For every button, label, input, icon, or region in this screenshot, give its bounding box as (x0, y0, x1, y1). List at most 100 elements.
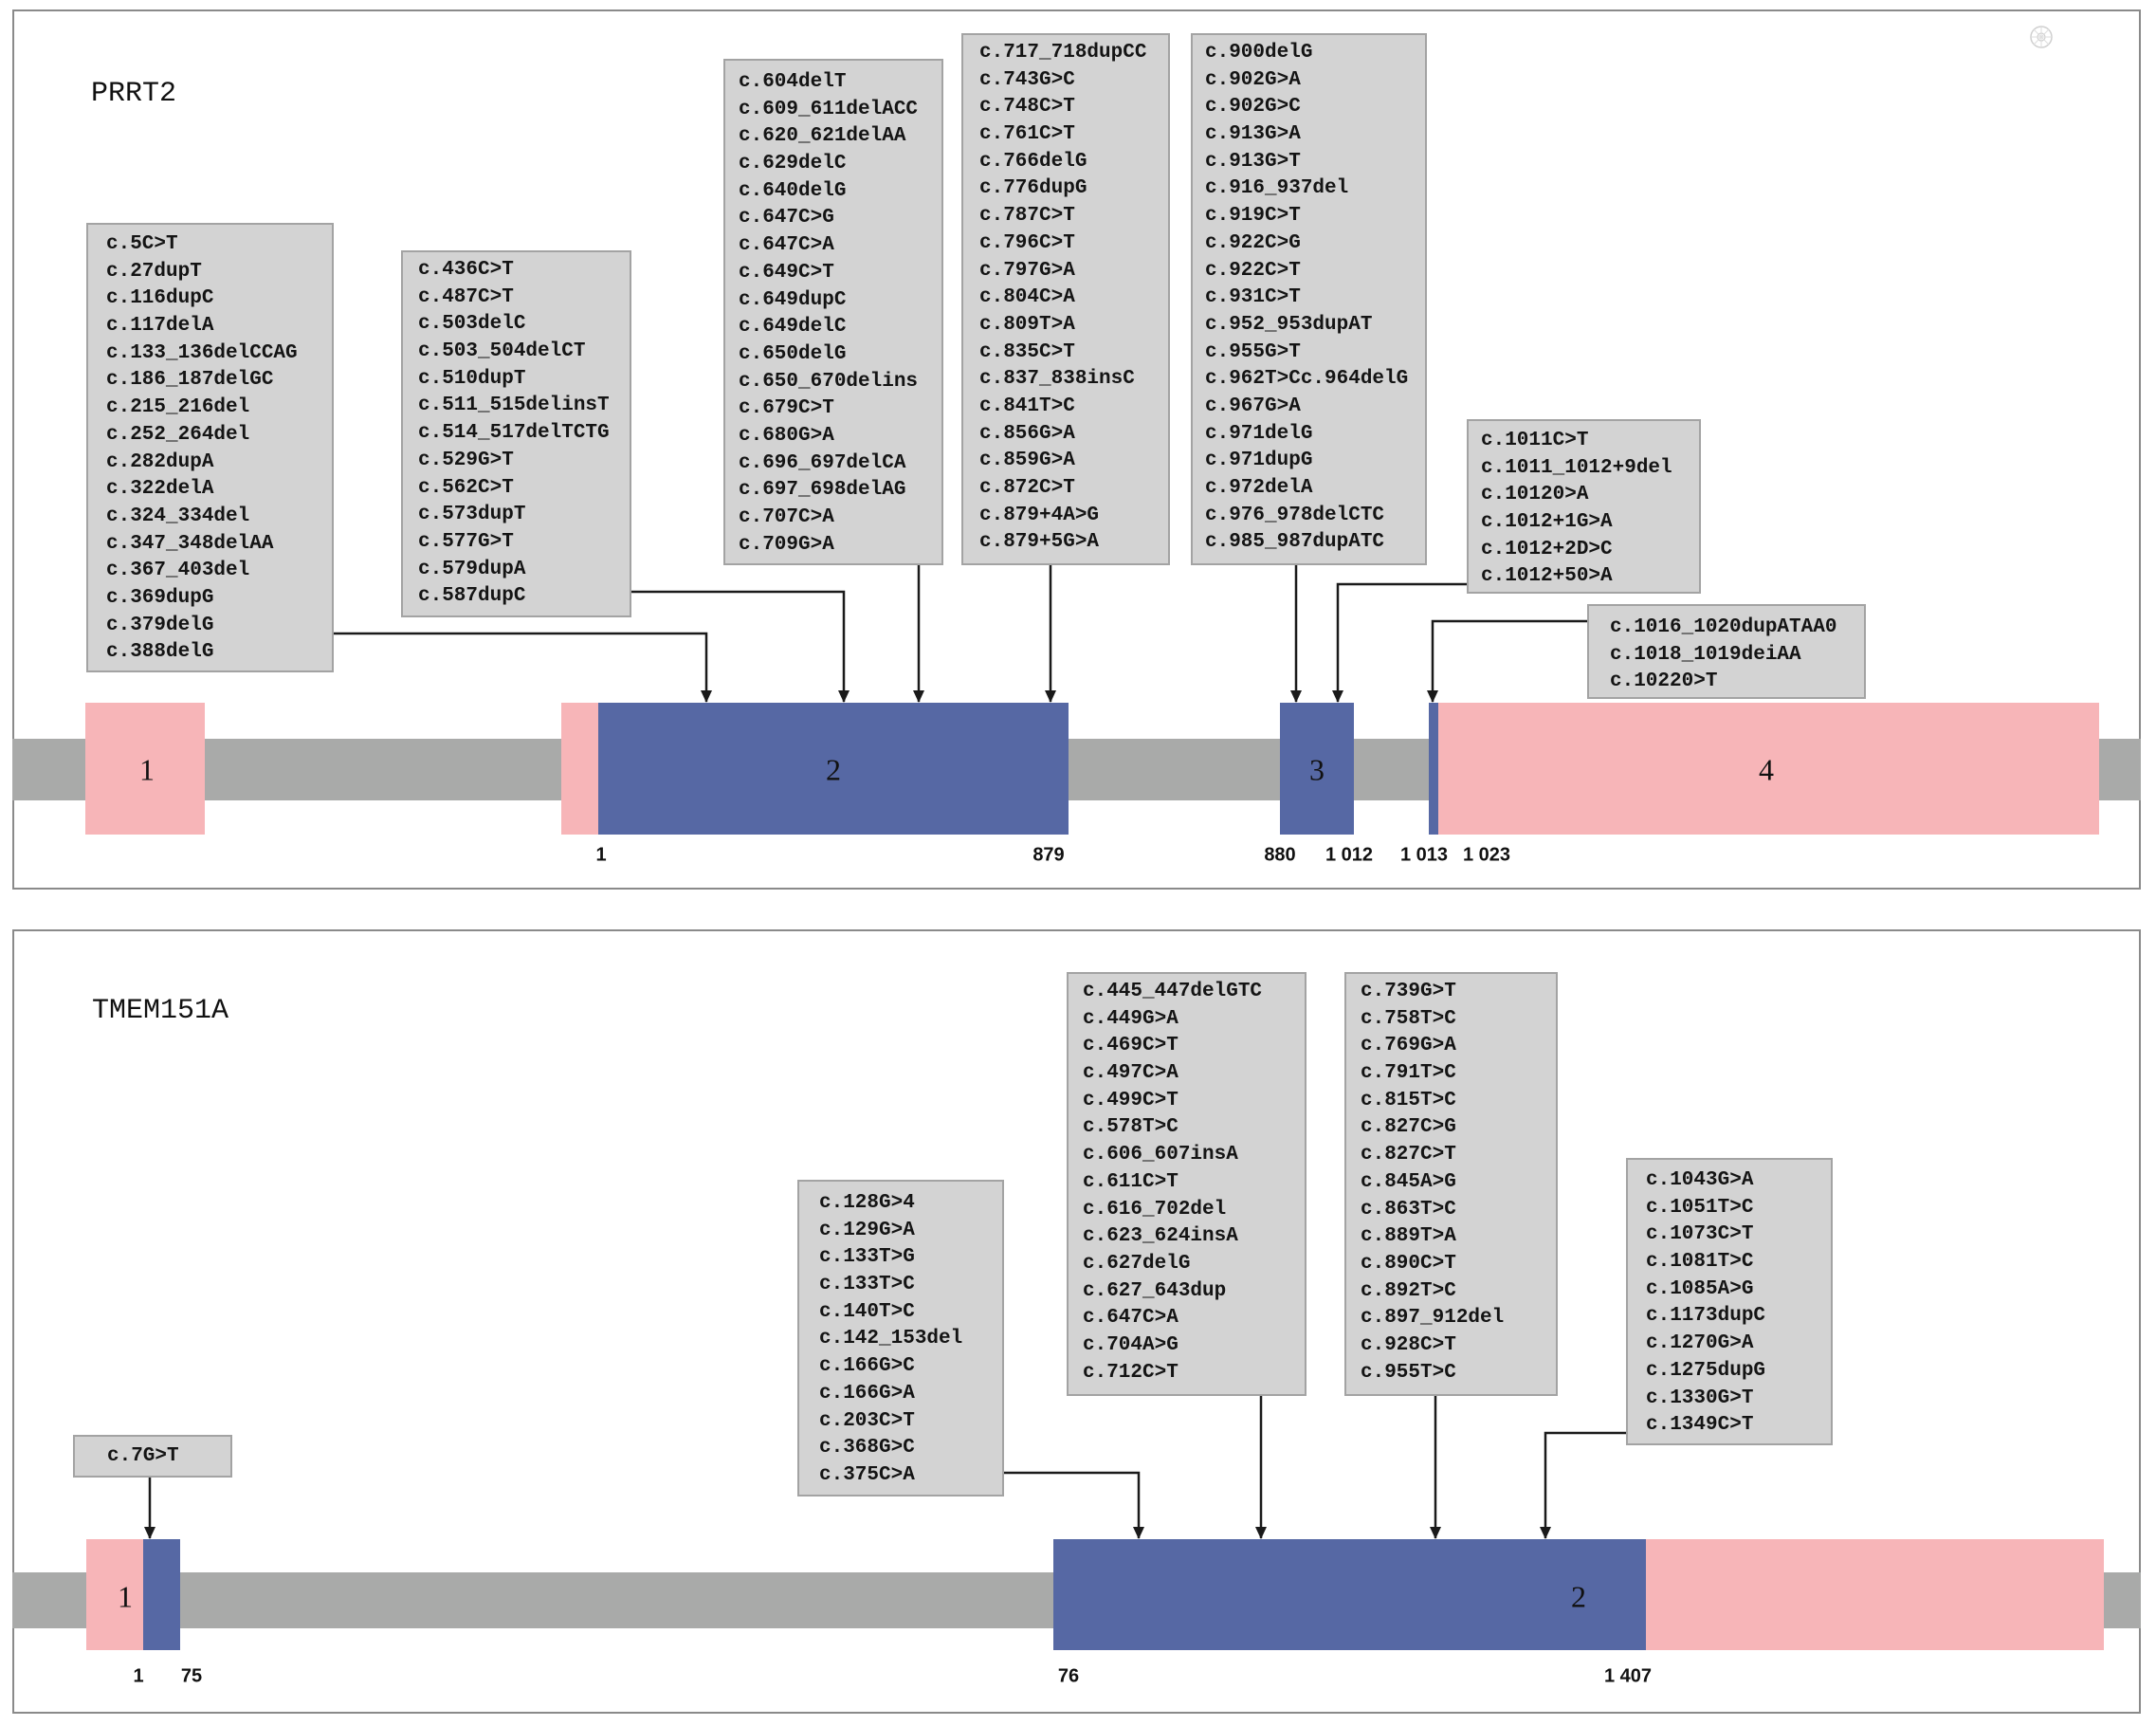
variant-label: c.369dupG (106, 586, 214, 609)
variant-label: c.142_153del (819, 1328, 963, 1350)
variant-label: c.1012+50>A (1481, 565, 1613, 588)
variant-label: c.972delA (1205, 477, 1313, 499)
variant-label: c.955T>C (1361, 1361, 1456, 1384)
variant-label: c.503delC (418, 313, 526, 336)
connector-arrow (1332, 582, 1467, 703)
variant-label: c.863T>C (1361, 1198, 1456, 1221)
variant-label: c.573dupT (418, 504, 526, 526)
exon-number: 1 (118, 1579, 133, 1614)
tmem151a-exon-1-utr (86, 1539, 143, 1650)
variant-label: c.375C>A (819, 1463, 915, 1486)
variant-label: c.650_670delins (739, 370, 919, 393)
variant-label: c.616_702del (1083, 1198, 1227, 1221)
variant-label: c.510dupT (418, 367, 526, 390)
variant-label: c.776dupG (979, 177, 1087, 200)
variant-label: c.922C>T (1205, 259, 1301, 282)
position-label: 1 (595, 844, 607, 866)
variant-label: c.650delG (739, 342, 847, 365)
variant-label: c.1018_1019deiAA (1610, 643, 1801, 666)
variant-label: c.640delG (739, 179, 847, 202)
variant-label: c.604delT (739, 71, 847, 93)
position-label: 879 (1032, 844, 1065, 866)
variant-label: c.627_643dup (1083, 1279, 1227, 1302)
variant-label: c.955G>T (1205, 340, 1301, 363)
variant-label: c.704A>G (1083, 1333, 1178, 1356)
variant-label: c.787C>T (979, 205, 1075, 228)
variant-label: c.1081T>C (1646, 1251, 1754, 1274)
variant-label: c.1012+2D>C (1481, 538, 1613, 560)
variant-label: c.769G>A (1361, 1035, 1456, 1057)
variant-label: c.797G>A (979, 259, 1075, 282)
variant-label: c.1016_1020dupATAA0 (1610, 616, 1837, 638)
connector-arrow (334, 632, 712, 703)
variant-label: c.897_912del (1361, 1307, 1505, 1330)
connector-arrow (1004, 1471, 1144, 1539)
variant-label: c.27dupT (106, 260, 202, 283)
variant-label: c.324_334del (106, 505, 250, 527)
exon-number: 4 (1759, 752, 1774, 787)
variant-label: c.962T>Cc.964delG (1205, 368, 1409, 391)
variant-label: c.712C>T (1083, 1361, 1178, 1384)
variant-label: c.890C>T (1361, 1252, 1456, 1275)
variant-label: c.697_698delAG (739, 479, 906, 502)
variant-label: c.919C>T (1205, 205, 1301, 228)
exon-number: 2 (826, 752, 841, 787)
variant-label: c.133T>G (819, 1246, 915, 1269)
variant-label: c.967G>A (1205, 395, 1301, 417)
prrt2-exon-1 (85, 703, 205, 835)
variant-label: c.445_447delGTC (1083, 981, 1263, 1002)
variant-label: c.879+5G>A (979, 531, 1100, 554)
variant-label: c.647C>A (1083, 1307, 1178, 1330)
variant-label: c.766delG (979, 150, 1087, 173)
variant-label: c.707C>A (739, 506, 834, 528)
variant-label: c.952_953dupAT (1205, 313, 1373, 336)
variant-label: c.10120>A (1481, 484, 1589, 506)
variant-label: c.748C>T (979, 96, 1075, 119)
variant-label: c.976_978delCTC (1205, 504, 1385, 526)
variant-label: c.679C>T (739, 397, 834, 420)
variant-label: c.129G>A (819, 1219, 915, 1241)
variant-label: c.647C>A (739, 234, 834, 257)
connector-arrow (1427, 619, 1587, 703)
variant-label: c.900delG (1205, 42, 1313, 64)
variant-label: c.837_838insC (979, 368, 1135, 391)
variant-label: c.804C>A (979, 286, 1075, 309)
position-label: 1 407 (1603, 1665, 1653, 1687)
variant-label: c.1011C>T (1481, 430, 1589, 451)
variant-label: c.856G>A (979, 422, 1075, 445)
tmem151a-exon-1-coding (143, 1539, 180, 1650)
variant-label: c.1330G>T (1646, 1386, 1754, 1409)
position-label: 1 (133, 1665, 144, 1687)
variant-label: c.717_718dupCC (979, 42, 1147, 64)
gene-title-tmem151a: TMEM151A (92, 995, 229, 1027)
variant-label: c.5C>T (106, 233, 178, 255)
variant-label: c.809T>A (979, 313, 1075, 336)
variant-label: c.985_987dupATC (1205, 531, 1385, 554)
variant-label: c.347_348delAA (106, 532, 274, 555)
variant-label: c.913G>T (1205, 150, 1301, 173)
variant-label: c.503_504delCT (418, 340, 586, 363)
variant-label: c.1043G>A (1646, 1169, 1754, 1191)
variant-label: c.117delA (106, 315, 214, 338)
variant-label: c.739G>T (1361, 981, 1456, 1002)
variant-label: c.469C>T (1083, 1035, 1178, 1057)
variant-label: c.620_621delAA (739, 125, 906, 148)
variant-label: c.611C>T (1083, 1170, 1178, 1193)
variant-label: c.609_611delACC (739, 98, 919, 120)
variant-label: c.166G>C (819, 1355, 915, 1378)
variant-label: c.388delG (106, 641, 214, 664)
variant-label: c.623_624insA (1083, 1225, 1238, 1248)
variant-box: c.604delT c.609_611delACC c.620_621delAA c.… (723, 59, 943, 565)
variant-label: c.815T>C (1361, 1089, 1456, 1111)
variant-label: c.902G>A (1205, 68, 1301, 91)
variant-label: c.215_216del (106, 396, 250, 419)
prrt2-exon-2-coding (598, 703, 1069, 835)
watermark-logo-icon (2030, 26, 2053, 48)
